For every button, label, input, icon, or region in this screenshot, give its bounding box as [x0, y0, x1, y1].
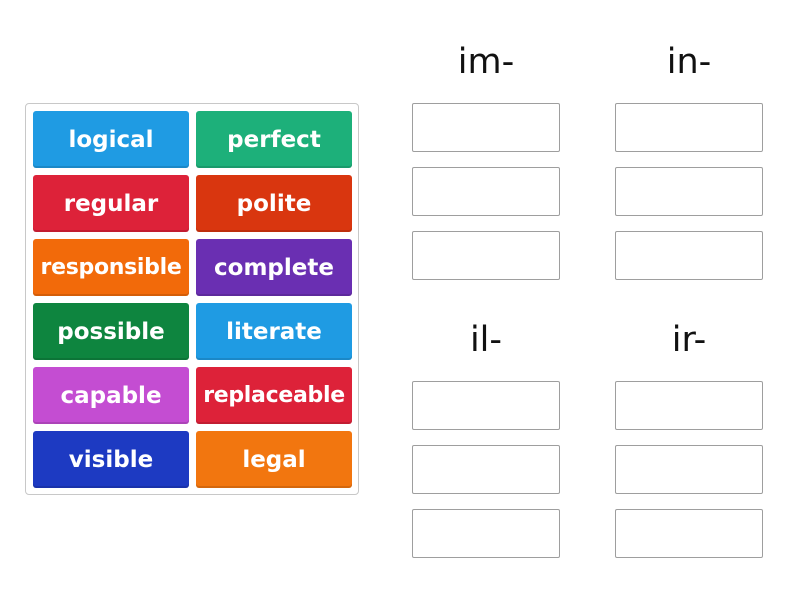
word-tile-logical[interactable]: logical: [33, 111, 189, 168]
drop-slot-im-1[interactable]: [412, 103, 560, 152]
group-heading-in: in-: [666, 42, 712, 82]
group-heading-ir: ir-: [671, 320, 707, 360]
group-heading-im: im-: [457, 42, 515, 82]
word-tile-regular[interactable]: regular: [33, 175, 189, 232]
word-tile-complete[interactable]: complete: [196, 239, 352, 296]
word-tile-polite[interactable]: polite: [196, 175, 352, 232]
drop-slot-ir-1[interactable]: [615, 381, 763, 430]
word-tile-responsible[interactable]: responsible: [33, 239, 189, 296]
drop-slot-in-2[interactable]: [615, 167, 763, 216]
drop-slot-il-1[interactable]: [412, 381, 560, 430]
word-tile-replaceable[interactable]: replaceable: [196, 367, 352, 424]
drop-slot-il-3[interactable]: [412, 509, 560, 558]
drop-slot-in-3[interactable]: [615, 231, 763, 280]
word-bank: logical perfect regular polite responsib…: [25, 103, 359, 495]
drop-slot-ir-3[interactable]: [615, 509, 763, 558]
word-tile-legal[interactable]: legal: [196, 431, 352, 488]
drop-slot-ir-2[interactable]: [615, 445, 763, 494]
word-tile-literate[interactable]: literate: [196, 303, 352, 360]
drop-slot-im-3[interactable]: [412, 231, 560, 280]
drop-slot-in-1[interactable]: [615, 103, 763, 152]
word-tile-capable[interactable]: capable: [33, 367, 189, 424]
group-heading-il: il-: [469, 320, 503, 360]
drop-slot-il-2[interactable]: [412, 445, 560, 494]
drop-slot-im-2[interactable]: [412, 167, 560, 216]
word-tile-possible[interactable]: possible: [33, 303, 189, 360]
word-tile-perfect[interactable]: perfect: [196, 111, 352, 168]
word-tile-visible[interactable]: visible: [33, 431, 189, 488]
